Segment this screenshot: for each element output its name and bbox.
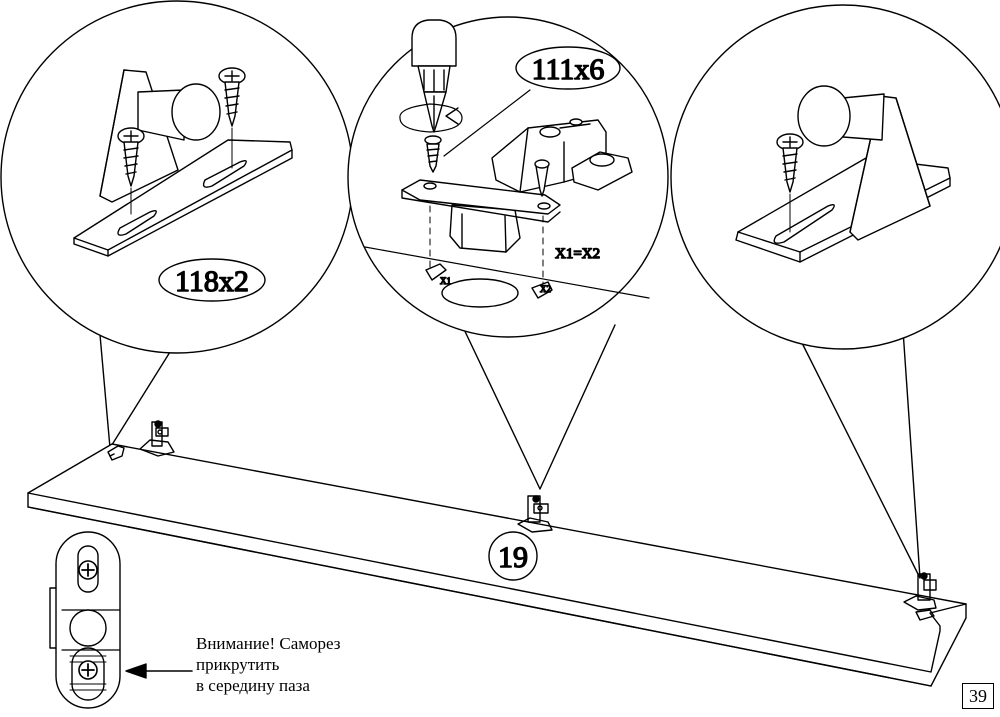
callout-left [0, 0, 354, 354]
board-hinge-right [903, 572, 937, 621]
screw-icon [424, 135, 442, 173]
x2-mark-label: X2 [540, 284, 551, 294]
left-screw-label: 118x2 [175, 265, 249, 298]
slot-detail-inset [49, 531, 121, 709]
warning-note: Внимание! Саморез прикрутить в середину … [196, 633, 340, 696]
warning-note-line-3: в середину паза [196, 676, 310, 695]
middle-equation-label: X1=X2 [555, 246, 600, 262]
warning-note-line-2: прикрутить [196, 655, 280, 674]
middle-screw-label: 111x6 [532, 53, 605, 86]
screw-head-icon [78, 660, 98, 680]
part-number: 19 [498, 541, 528, 574]
screw-icon [776, 133, 804, 233]
callout-right [670, 4, 1000, 350]
screw-head-icon [78, 560, 98, 580]
arrow-left-icon [125, 663, 193, 679]
board-hinge-middle [517, 495, 553, 533]
callout-middle [347, 16, 669, 338]
board-hinge-left-2 [139, 420, 175, 457]
screw-icon [117, 127, 145, 215]
board-hinge-left [107, 445, 125, 461]
screwdriver-icon [399, 19, 463, 133]
warning-note-line-1: Внимание! Саморез [196, 634, 341, 653]
part-number-badge [488, 531, 538, 581]
page-number: 39 [962, 683, 994, 709]
screw-icon [218, 67, 246, 169]
x1-mark-label: X1 [440, 276, 451, 286]
